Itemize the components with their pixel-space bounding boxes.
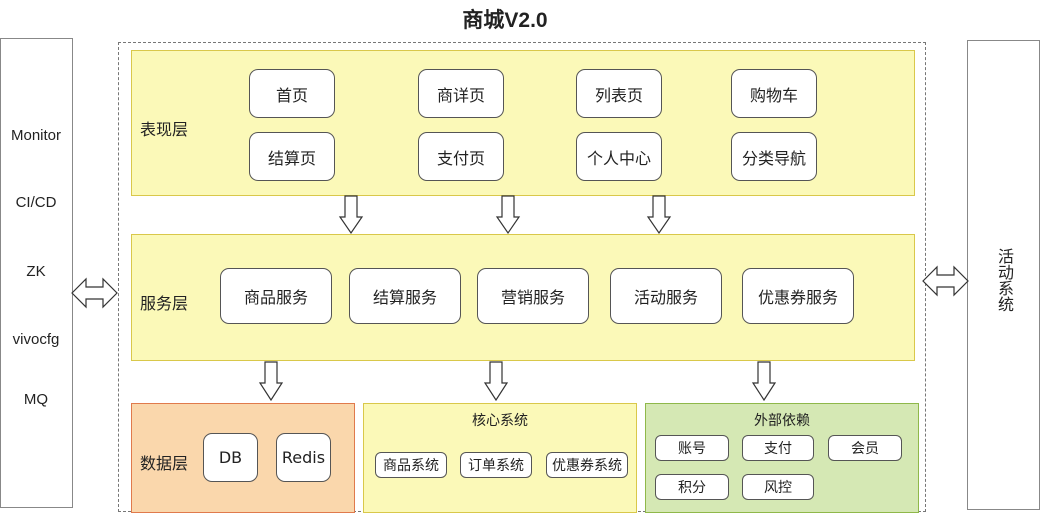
page-cart: 购物车	[731, 69, 817, 118]
left-infra-panel	[0, 38, 73, 508]
double-arrow-icon	[71, 277, 118, 309]
store-db: DB	[203, 433, 258, 482]
arrow-overlay	[71, 195, 969, 402]
presentation-layer-label: 表现层	[140, 120, 189, 139]
core-system-title: 核心系统	[472, 413, 528, 429]
infra-item-monitor: Monitor	[10, 127, 62, 144]
core-order-system: 订单系统	[460, 452, 532, 478]
page-payment: 支付页	[418, 132, 504, 181]
dep-points: 积分	[655, 474, 729, 500]
page-user-center: 个人中心	[576, 132, 662, 181]
dep-membership: 会员	[828, 435, 902, 461]
page-list: 列表页	[576, 69, 662, 118]
infra-item-cicd: CI/CD	[15, 194, 57, 211]
infra-item-zk: ZK	[26, 263, 46, 280]
infra-item-mq: MQ	[23, 391, 49, 408]
down-arrow-icon	[258, 361, 284, 402]
service-marketing: 营销服务	[477, 268, 589, 324]
page-home: 首页	[249, 69, 335, 118]
right-system-panel	[967, 40, 1040, 510]
service-activity: 活动服务	[610, 268, 722, 324]
dep-account: 账号	[655, 435, 729, 461]
external-deps-title: 外部依赖	[754, 413, 810, 429]
page-category-nav: 分类导航	[731, 132, 817, 181]
dep-payment: 支付	[742, 435, 814, 461]
core-product-system: 商品系统	[375, 452, 447, 478]
store-redis: Redis	[276, 433, 331, 482]
down-arrow-icon	[483, 361, 509, 402]
double-arrow-icon	[922, 265, 969, 297]
service-product: 商品服务	[220, 268, 332, 324]
down-arrow-icon	[751, 361, 777, 402]
service-checkout: 结算服务	[349, 268, 461, 324]
data-layer-label: 数据层	[140, 454, 189, 473]
page-product-detail: 商详页	[418, 69, 504, 118]
service-layer-label: 服务层	[140, 294, 189, 313]
service-coupon: 优惠券服务	[742, 268, 854, 324]
core-coupon-system: 优惠券系统	[546, 452, 628, 478]
page-checkout: 结算页	[249, 132, 335, 181]
infra-item-vivocfg: vivocfg	[12, 331, 60, 348]
down-arrow-icon	[646, 195, 672, 235]
down-arrow-icon	[338, 195, 364, 235]
down-arrow-icon	[495, 195, 521, 235]
activity-system-label: 活动系统	[995, 248, 1014, 312]
diagram-title: 商城V2.0	[462, 9, 548, 32]
